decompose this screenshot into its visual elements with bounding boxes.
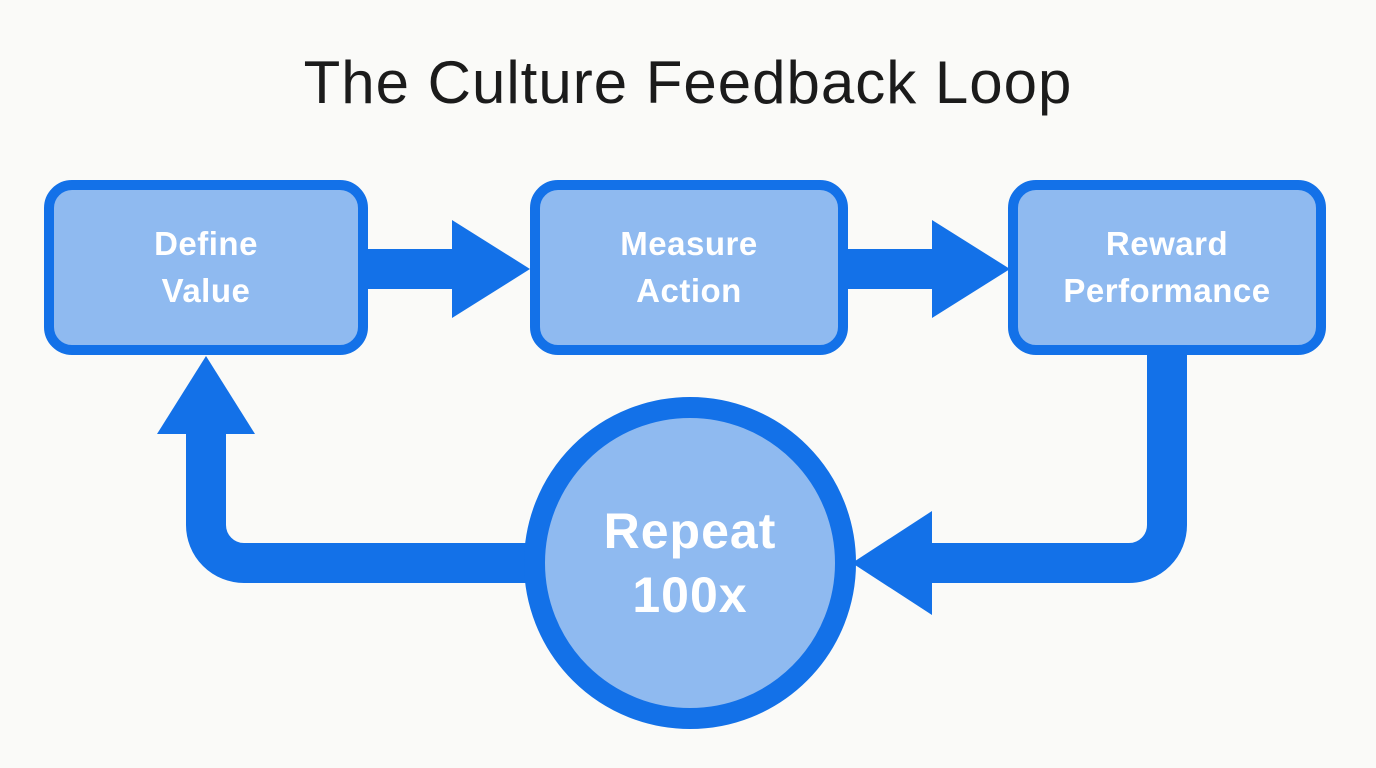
- node-define-value: Define Value: [44, 180, 368, 355]
- node-repeat-loop: Repeat 100x: [524, 397, 856, 729]
- node-define-value-line1: Define: [154, 225, 258, 263]
- node-measure-action-line2: Action: [636, 271, 742, 309]
- arrow-measure-to-reward: [844, 220, 1010, 318]
- arrow-repeat-to-define: [157, 356, 528, 583]
- diagram-title: The Culture Feedback Loop: [303, 49, 1073, 116]
- node-reward-performance-line2: Performance: [1063, 271, 1271, 309]
- node-define-value-line2: Value: [161, 271, 251, 309]
- node-measure-action-line1: Measure: [620, 225, 758, 263]
- node-reward-performance-line1: Reward: [1105, 225, 1229, 263]
- node-measure-action: Measure Action: [530, 180, 848, 355]
- node-repeat-loop-line1: Repeat: [603, 503, 777, 559]
- arrow-reward-to-repeat: [852, 350, 1187, 615]
- node-repeat-loop-line2: 100x: [632, 567, 748, 623]
- node-reward-performance: Reward Performance: [1008, 180, 1326, 355]
- arrow-define-to-measure: [364, 220, 530, 318]
